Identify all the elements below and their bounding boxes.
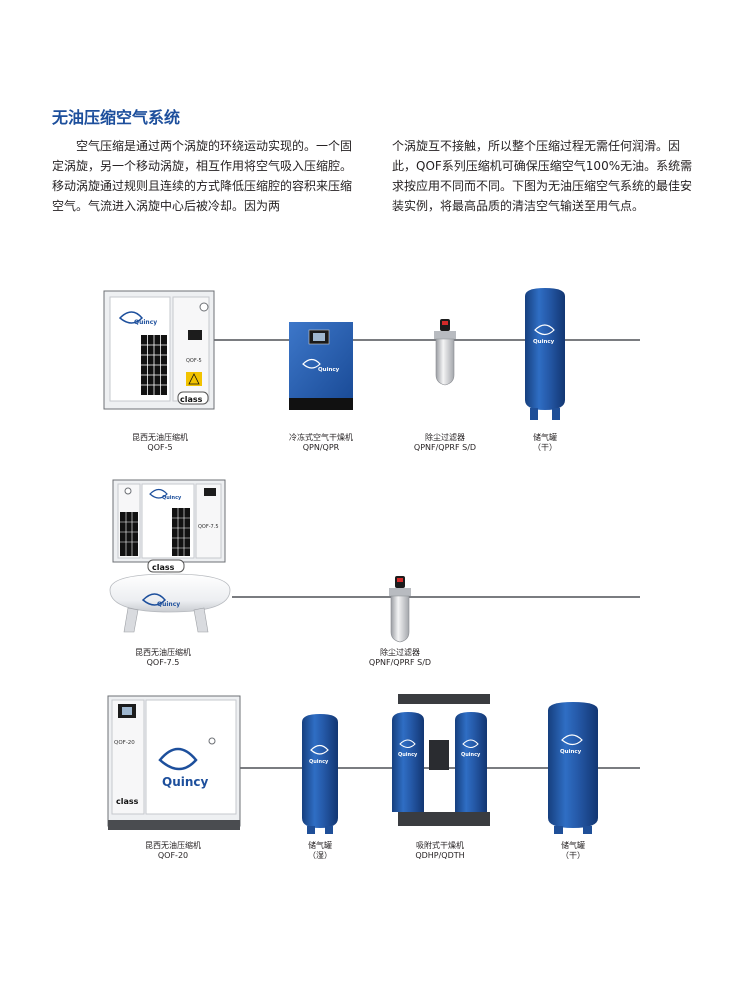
compressor-2-brand: Quincy [162,495,182,501]
caption-filter-2: 除尘过滤器 QPNF/QPRF S/D [345,648,455,668]
compressor-qof-7-5: Quincy Quincy QOF-7.5 class [109,479,231,633]
caption-compressor-qof-7-5: 昆西无油压缩机 QOF-7.5 [108,648,218,668]
compressor-qof-5: Quincy QOF-5 class [103,290,215,410]
compressor-3-product-line: class [116,797,139,806]
caption-model: QPNF/QPRF S/D [368,658,432,667]
compressor-1-brand: Quincy [134,319,157,326]
caption-model: QDHP/QDTH [415,851,465,860]
caption-model: QPN/QPR [302,443,340,452]
caption-name: 昆西无油压缩机 [135,648,191,657]
caption-name: 储气罐 [308,841,332,850]
intro-text-left: 空气压缩是通过两个涡旋的环绕运动实现的。一个固定涡旋，另一个移动涡旋，相互作用将… [52,136,362,216]
caption-compressor-qof-5: 昆西无油压缩机 QOF-5 [105,433,215,453]
desiccant-dryer: Quincy Quincy [392,694,490,826]
compressor-3-unit-label: QOF-20 [114,740,135,746]
page-title: 无油压缩空气系统 [52,108,181,127]
air-tank-system-1: Quincy [525,288,565,420]
tank-1-brand: Quincy [533,339,555,345]
caption-model: QOF-20 [157,851,189,860]
caption-note: （湿） [308,851,332,860]
compressor-1-product-line: class [180,395,203,404]
caption-filter-1: 除尘过滤器 QPNF/QPRF S/D [390,433,500,453]
filter-system-2 [389,576,411,643]
caption-name: 吸附式干燥机 [416,841,464,850]
air-tank-wet: Quincy [302,714,338,834]
caption-name: 除尘过滤器 [425,433,465,442]
refrigerated-dryer: Quincy [289,322,353,410]
air-tank-dry: Quincy [548,702,598,834]
compressor-1-unit-label: QOF-5 [186,358,202,364]
compressor-2-tank-brand: Quincy [157,601,180,608]
caption-note: （干） [533,443,557,452]
dryer-right-brand: Quincy [461,752,481,758]
caption-compressor-qof-20: 昆西无油压缩机 QOF-20 [118,841,228,861]
caption-tank-1: 储气罐 （干） [490,433,600,453]
caption-model: QOF-7.5 [146,658,180,667]
tank-dry-brand: Quincy [560,749,582,755]
caption-name: 冷冻式空气干燥机 [289,433,353,442]
caption-model: QPNF/QPRF S/D [413,443,477,452]
caption-name: 储气罐 [561,841,585,850]
caption-desiccant-dryer: 吸附式干燥机 QDHP/QDTH [385,841,495,861]
compressor-qof-20: QOF-20 Quincy class [107,695,241,830]
caption-model: QOF-5 [147,443,173,452]
compressor-2-unit-label: QOF-7.5 [198,524,219,530]
caption-refrigerated-dryer: 冷冻式空气干燥机 QPN/QPR [266,433,376,453]
caption-note: （干） [561,851,585,860]
compressor-2-product-line: class [152,563,175,572]
intro-paragraph-left: 空气压缩是通过两个涡旋的环绕运动实现的。一个固定涡旋，另一个移动涡旋，相互作用将… [52,139,353,213]
caption-name: 昆西无油压缩机 [145,841,201,850]
caption-name: 除尘过滤器 [380,648,420,657]
tank-wet-brand: Quincy [309,759,329,765]
intro-text-right: 个涡旋互不接触，所以整个压缩过程无需任何润滑。因此，QOF系列压缩机可确保压缩空… [392,136,702,216]
dryer-left-brand: Quincy [398,752,418,758]
compressor-3-brand: Quincy [162,775,209,789]
caption-name: 储气罐 [533,433,557,442]
caption-name: 昆西无油压缩机 [132,433,188,442]
filter-system-1 [434,319,456,386]
caption-tank-wet: 储气罐 （湿） [265,841,375,861]
dryer-brand: Quincy [318,367,340,373]
caption-tank-dry: 储气罐 （干） [518,841,628,861]
intro-paragraph-right: 个涡旋互不接触，所以整个压缩过程无需任何润滑。因此，QOF系列压缩机可确保压缩空… [392,139,693,213]
